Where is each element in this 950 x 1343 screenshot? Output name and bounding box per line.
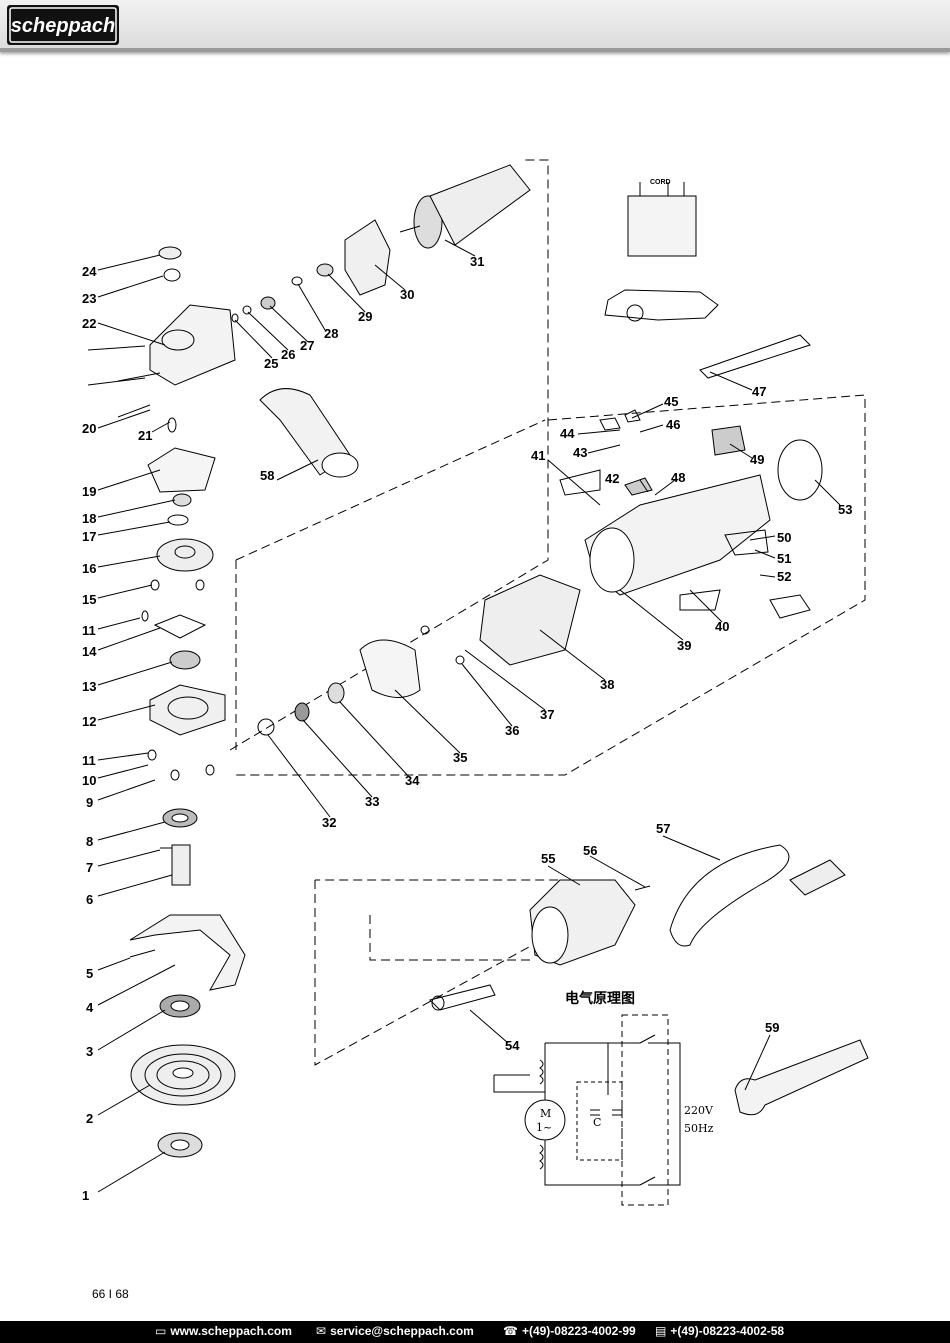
logo-text: scheppach (11, 15, 115, 37)
part-label: 7 (86, 860, 93, 875)
part-label: 30 (400, 287, 414, 302)
spanner-wrench (734, 1039, 869, 1116)
wiring-inset (604, 182, 719, 322)
part-label: 47 (752, 384, 766, 399)
gear-head-assembly (87, 246, 246, 1158)
part-label: 39 (677, 638, 691, 653)
email-text: service@scheppach.com (330, 1324, 474, 1338)
part-label: 24 (82, 264, 97, 279)
part-label: 28 (324, 326, 338, 341)
phone-icon: ☎ (503, 1324, 518, 1338)
part-label: 43 (573, 445, 587, 460)
part-label: 27 (300, 338, 314, 353)
part-label: 19 (82, 484, 96, 499)
armature-assembly (231, 164, 531, 323)
part-label: 56 (583, 843, 597, 858)
part-label: 45 (664, 394, 678, 409)
part-label: 5 (86, 966, 93, 981)
part-label: 48 (671, 470, 685, 485)
part-label: 51 (777, 551, 791, 566)
cord-label: CORD (650, 179, 671, 186)
voltage-label: 220V (684, 1104, 714, 1117)
motor-label: M (540, 1107, 551, 1120)
part-label: 32 (322, 815, 336, 830)
part-label: 49 (750, 452, 764, 467)
footer-website[interactable]: ▭www.scheppach.com (155, 1324, 292, 1338)
part-label: 53 (838, 502, 852, 517)
footer-phone: ☎+(49)-08223-4002-99 (503, 1324, 636, 1338)
part-label: 26 (281, 347, 295, 362)
part-label: 50 (777, 530, 791, 545)
part-label: 4 (86, 1000, 94, 1015)
part-label: 40 (715, 619, 729, 634)
part-label: 8 (86, 834, 93, 849)
part-label: 36 (505, 723, 519, 738)
header-bar: scheppach (0, 0, 950, 52)
part-label: 3 (86, 1044, 93, 1059)
scheppach-logo: scheppach (7, 5, 119, 45)
part-label: 54 (505, 1038, 520, 1053)
part-label: 41 (531, 448, 545, 463)
part-label: 42 (605, 471, 619, 486)
part-label: 34 (405, 773, 420, 788)
part-label: 11 (82, 623, 96, 638)
part-label: 22 (82, 316, 96, 331)
part-label: 31 (470, 254, 484, 269)
part-label: 6 (86, 892, 93, 907)
rear-cover-and-cord (429, 844, 846, 1011)
website-text: www.scheppach.com (170, 1324, 292, 1338)
part-label: 35 (453, 750, 467, 765)
part-label: 57 (656, 821, 670, 836)
part-label: 44 (560, 426, 575, 441)
part-label: 12 (82, 714, 96, 729)
part-label: 59 (765, 1020, 779, 1035)
leader-lines (97, 239, 841, 1193)
part-label: 58 (260, 468, 274, 483)
part-label: 25 (264, 356, 278, 371)
part-label: 37 (540, 707, 554, 722)
part-label: 14 (82, 644, 97, 659)
capacitor-label: C (593, 1116, 601, 1129)
motor-phase-label: 1~ (536, 1121, 552, 1134)
side-handle (259, 388, 359, 478)
part-label: 17 (82, 529, 96, 544)
page-number: 66 I 68 (92, 1287, 129, 1301)
part-label: 1 (82, 1188, 89, 1203)
fax-text: +(49)-08223-4002-58 (670, 1324, 785, 1338)
part-label: 33 (365, 794, 379, 809)
part-label: 52 (777, 569, 791, 584)
part-label: 15 (82, 592, 96, 607)
part-label: 9 (86, 795, 93, 810)
part-label: 20 (82, 421, 96, 436)
phone-text: +(49)-08223-4002-99 (521, 1324, 636, 1338)
part-label: 16 (82, 561, 96, 576)
part-label: 10 (82, 773, 96, 788)
electrical-schematic (493, 1014, 681, 1206)
part-label: 18 (82, 511, 96, 526)
part-label: 55 (541, 851, 555, 866)
part-label: 2 (86, 1111, 93, 1126)
frequency-label: 50Hz (684, 1122, 714, 1135)
footer-fax: ▤+(49)-08223-4002-58 (655, 1324, 784, 1338)
schematic-title: 电气原理图 (565, 990, 635, 1007)
field-stator-assembly (257, 574, 581, 736)
part-label: 29 (358, 309, 372, 324)
part-label: 23 (82, 291, 96, 306)
footer-bar: ▭www.scheppach.com ✉service@scheppach.co… (0, 1321, 950, 1343)
part-label: 11 (82, 753, 96, 768)
part-label: 46 (666, 417, 680, 432)
part-number-labels: 1 2 3 4 5 6 7 8 9 10 11 11 12 13 14 15 1… (82, 254, 852, 1203)
computer-icon: ▭ (155, 1324, 167, 1338)
mail-icon: ✉ (316, 1324, 327, 1338)
fax-icon: ▤ (655, 1324, 667, 1338)
part-label: 21 (138, 428, 152, 443)
part-label: 38 (600, 677, 614, 692)
footer-email[interactable]: ✉service@scheppach.com (316, 1324, 474, 1338)
part-label: 13 (82, 679, 96, 694)
